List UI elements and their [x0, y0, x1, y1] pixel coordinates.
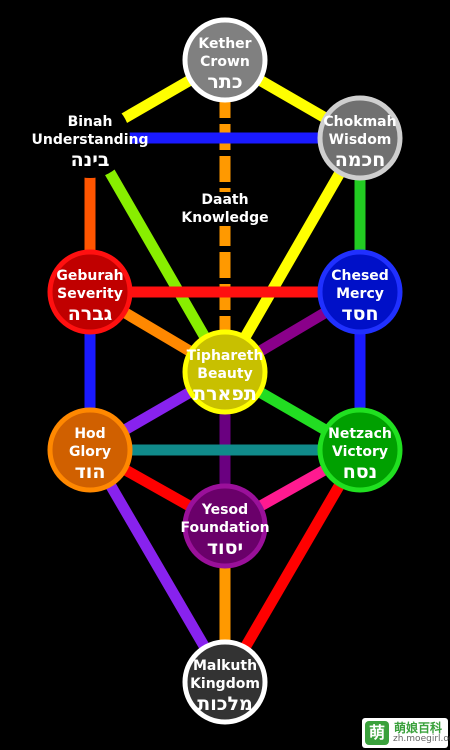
malkuth-meaning: Kingdom: [190, 676, 260, 692]
chesed-hebrew: חסד: [341, 303, 378, 325]
chesed-circle: [317, 249, 403, 335]
chokmah-circle: [317, 95, 403, 181]
path-chokmah-tiphareth: [220, 135, 365, 375]
malkuth-hebrew: מלכות: [197, 693, 253, 715]
geburah-circle: [47, 249, 133, 335]
tiphareth-circle: [182, 329, 268, 415]
netzach-hebrew: נסח: [343, 461, 378, 483]
tiphareth-meaning: Beauty: [197, 366, 252, 382]
kether-name: Kether: [198, 36, 251, 52]
kether-circle: [182, 17, 268, 103]
netzach-circle: [317, 407, 403, 493]
yesod-meaning: Foundation: [180, 520, 269, 536]
hod-hebrew: הוד: [75, 461, 106, 483]
hod-meaning: Glory: [69, 444, 111, 460]
hod-name: Hod: [74, 426, 105, 442]
daath-name: Daath: [201, 192, 248, 208]
path-hod-malkuth: [85, 447, 230, 685]
watermark-title: 萌娘百科: [394, 721, 443, 735]
chesed-name: Chesed: [331, 268, 389, 284]
chesed-meaning: Mercy: [336, 286, 384, 302]
watermark-site: zh.moegirl.org: [393, 734, 450, 744]
binah-meaning: Understanding: [31, 132, 148, 148]
hod-circle: [47, 407, 133, 493]
netzach-meaning: Victory: [332, 444, 388, 460]
binah-circle: [50, 98, 130, 178]
yesod-circle: [182, 483, 268, 569]
yesod-hebrew: יסוד: [207, 537, 243, 559]
binah-name: Binah: [68, 114, 113, 130]
chokmah-hebrew: חכמה: [335, 149, 386, 171]
kether-hebrew: כתר: [207, 71, 242, 93]
kether-meaning: Crown: [200, 54, 250, 70]
tiphareth-name: Tiphareth: [187, 348, 264, 364]
geburah-meaning: Severity: [57, 286, 123, 302]
daath-meaning: Knowledge: [181, 210, 268, 226]
yesod-name: Yesod: [201, 502, 248, 518]
path-binah-tiphareth: [85, 135, 230, 375]
chokmah-name: Chokmah: [323, 114, 396, 130]
malkuth-circle: [182, 639, 268, 725]
geburah-hebrew: גברה: [68, 303, 113, 325]
netzach-name: Netzach: [328, 426, 392, 442]
daath-backdrop: [173, 192, 277, 226]
binah-hebrew: בינה: [71, 149, 110, 171]
moegirl-logo-icon: 萌: [365, 721, 389, 745]
path-netzach-malkuth: [220, 447, 365, 685]
geburah-name: Geburah: [56, 268, 123, 284]
watermark: 萌 萌娘百科 zh.moegirl.org: [362, 718, 450, 748]
tiphareth-hebrew: תפארת: [193, 383, 257, 405]
chokmah-meaning: Wisdom: [329, 132, 392, 148]
malkuth-name: Malkuth: [193, 658, 257, 674]
